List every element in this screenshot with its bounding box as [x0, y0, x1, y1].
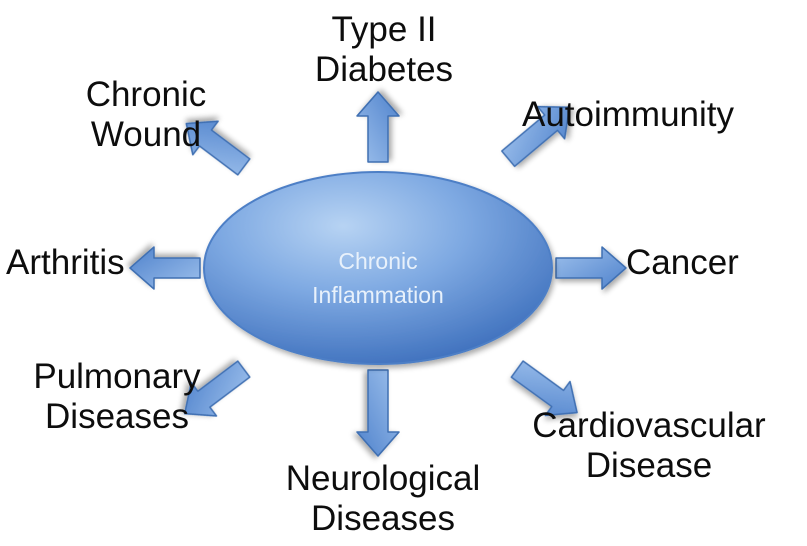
- center-ellipse: [203, 171, 553, 365]
- arrow-to-neurological-icon: [356, 369, 400, 457]
- label-cardiovascular-disease-line1: Cardiovascular: [532, 406, 766, 445]
- label-chronic-wound-line2: Wound: [90, 115, 202, 154]
- arrow-to-chronic-wound-icon: [185, 120, 251, 176]
- label-type-ii-diabetes-line1: Type II: [331, 10, 437, 49]
- label-cancer: Cancer: [626, 243, 739, 283]
- label-arthritis: Arthritis: [6, 243, 125, 283]
- label-autoimmunity: Autoimmunity: [522, 95, 734, 135]
- label-type-ii-diabetes-line2: Diabetes: [314, 50, 454, 89]
- center-label-line1: Chronic: [338, 248, 418, 274]
- label-neurological-diseases-line1: Neurological: [285, 459, 481, 498]
- label-cardiovascular-disease-line2: Disease: [585, 446, 713, 485]
- arrows-layer: [129, 91, 627, 457]
- arrow-to-arthritis-icon: [129, 246, 201, 290]
- label-neurological-diseases-line2: Diseases: [311, 499, 455, 538]
- label-autoimmunity-line1: Autoimmunity: [522, 95, 735, 134]
- label-pulmonary-diseases-line2: Diseases: [45, 397, 189, 436]
- label-neurological-diseases: Neurological Diseases: [272, 459, 494, 539]
- label-pulmonary-diseases: Pulmonary Diseases: [22, 357, 212, 437]
- label-type-ii-diabetes: Type II Diabetes: [299, 10, 469, 90]
- arrow-to-autoimmunity-icon: [501, 105, 571, 168]
- label-pulmonary-diseases-line1: Pulmonary: [33, 357, 201, 396]
- label-cardiovascular-disease: Cardiovascular Disease: [519, 406, 779, 486]
- center-label: Chronic Inflammation: [246, 244, 510, 312]
- label-arthritis-line1: Arthritis: [6, 243, 125, 282]
- center-label-line2: Inflammation: [312, 282, 444, 308]
- arrow-to-pulmonary-icon: [183, 360, 251, 417]
- label-chronic-wound-line1: Chronic: [85, 75, 207, 114]
- label-cancer-line1: Cancer: [626, 243, 739, 282]
- arrow-to-cancer-icon: [555, 246, 627, 290]
- arrow-to-cardiovascular-icon: [510, 360, 578, 417]
- label-chronic-wound: Chronic Wound: [66, 75, 226, 155]
- arrow-to-type-ii-diabetes-icon: [356, 91, 400, 163]
